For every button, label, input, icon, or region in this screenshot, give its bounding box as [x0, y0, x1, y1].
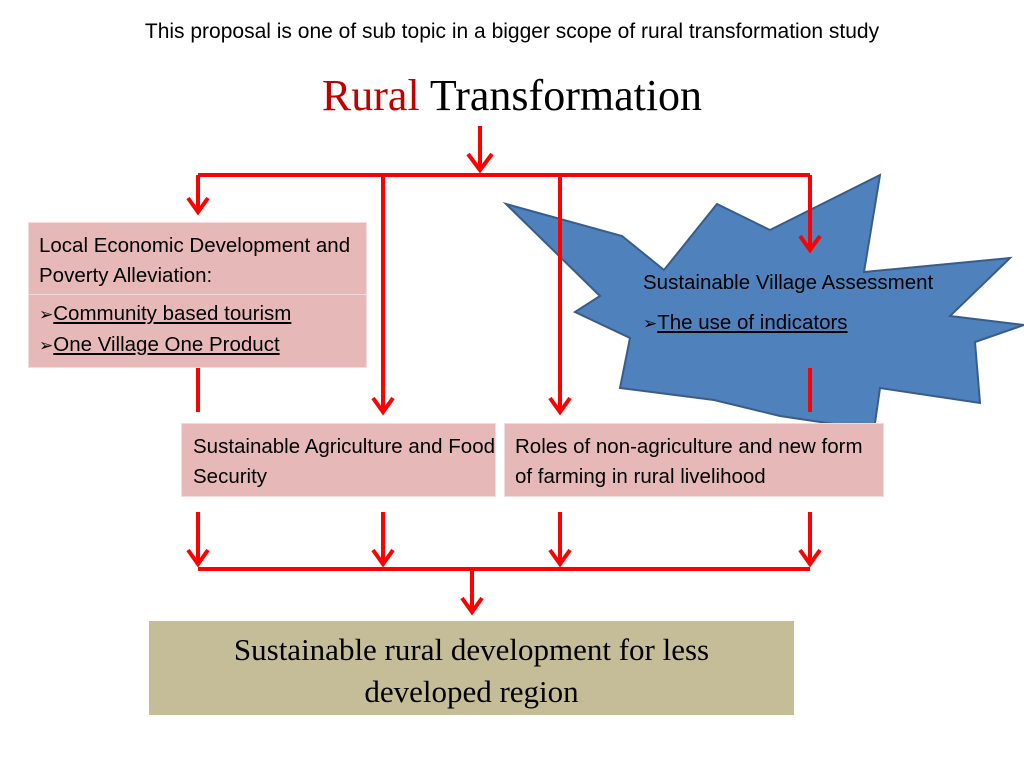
bullet-arrow-icon: ➢ — [643, 314, 658, 333]
village-assessment-heading: Sustainable Village Assessment — [643, 271, 934, 294]
bullet-arrow-icon: ➢ — [39, 305, 54, 324]
bullet-text: Community based tourism — [53, 302, 292, 325]
drop-4-head — [798, 234, 822, 254]
bullet-ovop: ➢One Village One Product — [39, 330, 366, 361]
bottom-arrow-2-head — [371, 548, 395, 568]
bullet-text: The use of indicators — [657, 311, 848, 334]
agriculture-text: Sustainable Agriculture and Food Securit… — [193, 435, 496, 488]
outcome-box: Sustainable rural development for less d… — [149, 621, 794, 715]
drop-1-head — [186, 196, 210, 216]
bullet-community-tourism: ➢Community based tourism — [39, 299, 366, 330]
drop-2-head — [371, 396, 395, 416]
bullet-indicators: ➢The use of indicators — [643, 308, 973, 339]
bottom-arrow-4-head — [798, 548, 822, 568]
non-agriculture-box: Roles of non-agriculture and new form of… — [504, 423, 884, 497]
top-arrow-head — [466, 152, 494, 174]
slide-subtitle: This proposal is one of sub topic in a b… — [144, 20, 880, 43]
local-economic-bullets: ➢Community based tourism ➢One Village On… — [29, 294, 366, 361]
local-economic-box: Local Economic Development and Poverty A… — [28, 222, 367, 368]
bullet-text: One Village One Product — [53, 333, 280, 356]
bottom-arrow-3-head — [548, 548, 572, 568]
title-rest: Transformation — [429, 71, 703, 120]
drop-3-head — [548, 396, 572, 416]
final-arrow-head — [460, 596, 484, 616]
slide-title: Rural Transformation — [0, 70, 1024, 121]
title-accent-word: Rural — [321, 71, 420, 120]
outcome-text: Sustainable rural development for less d… — [233, 632, 710, 709]
explosion-star-shape — [502, 173, 1024, 432]
arrow-lines — [186, 126, 822, 616]
village-assessment-text: Sustainable Village Assessment ➢The use … — [643, 268, 973, 339]
local-economic-heading: Local Economic Development and Poverty A… — [39, 234, 351, 287]
bottom-arrow-1-head — [186, 548, 210, 568]
bullet-arrow-icon: ➢ — [39, 336, 54, 355]
non-agriculture-text: Roles of non-agriculture and new form of… — [515, 435, 863, 488]
agriculture-box: Sustainable Agriculture and Food Securit… — [181, 423, 496, 497]
